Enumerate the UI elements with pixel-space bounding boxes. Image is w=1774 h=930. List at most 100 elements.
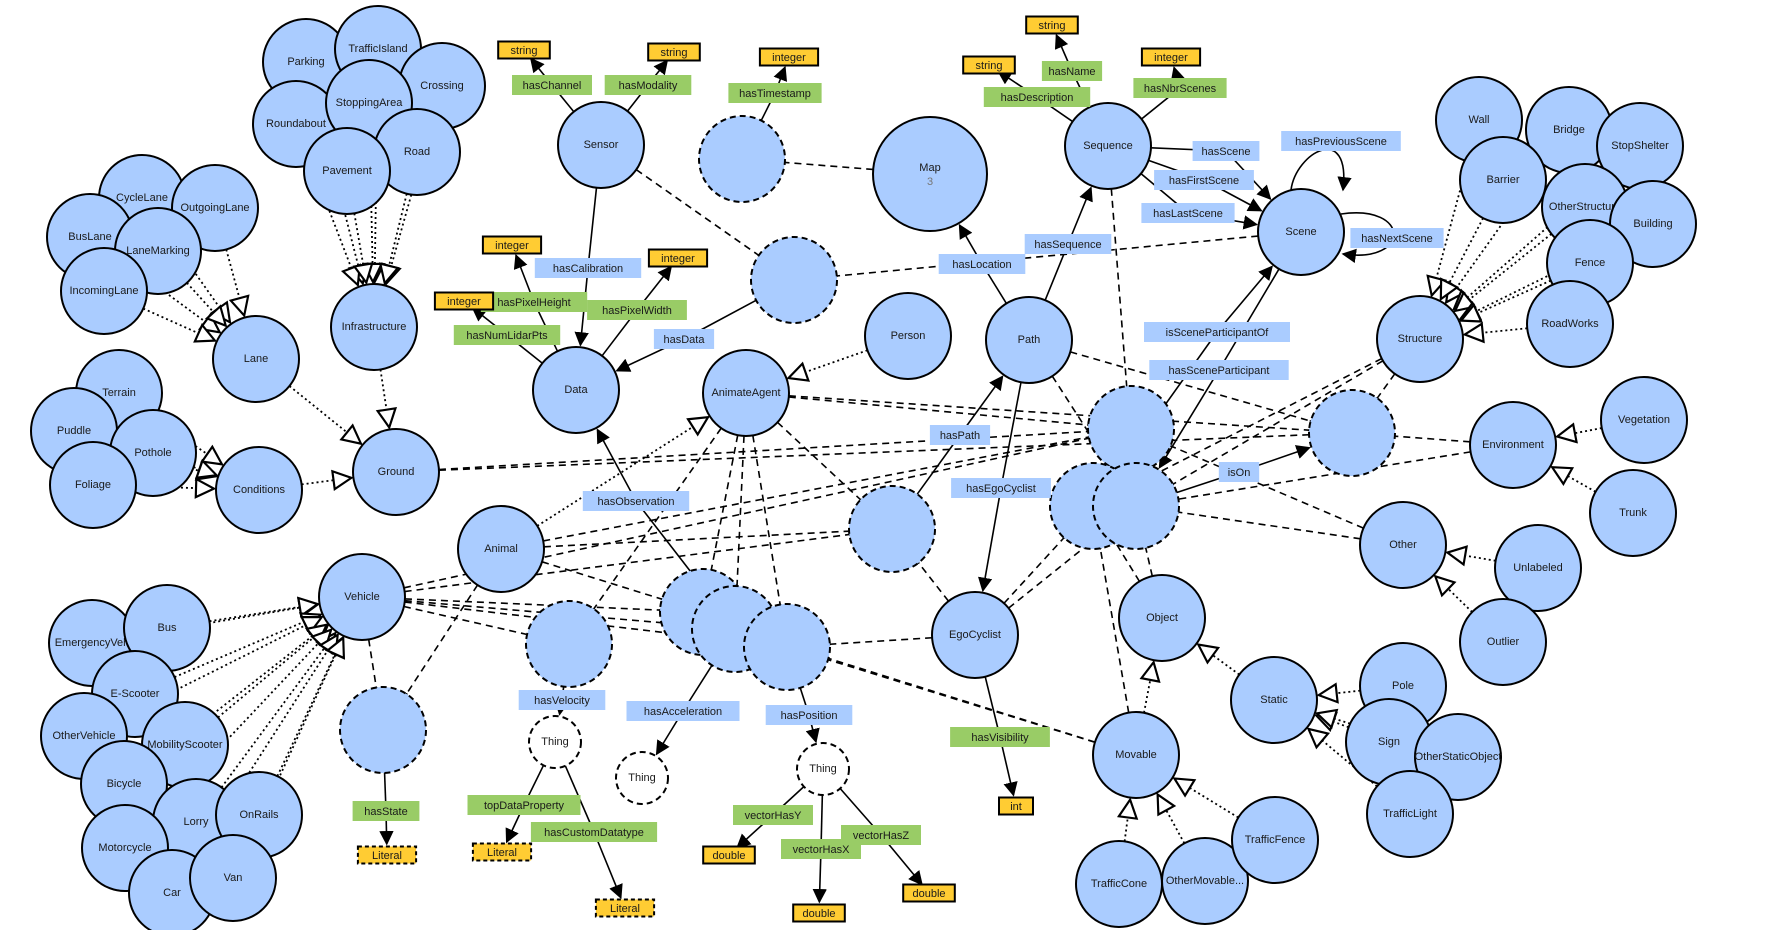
- class-circle[interactable]: [1600, 376, 1688, 464]
- anonymous-class-node[interactable]: [743, 603, 831, 691]
- class-node-egocyclist[interactable]: EgoCyclist: [931, 591, 1019, 679]
- class-circle[interactable]: [1459, 136, 1547, 224]
- thing-circle[interactable]: [796, 742, 850, 796]
- datatype-box[interactable]: [647, 248, 709, 268]
- datatype-node[interactable]: integer: [481, 235, 543, 255]
- class-circle[interactable]: [1366, 770, 1454, 858]
- anonymous-class-node[interactable]: [750, 236, 838, 324]
- class-circle[interactable]: [985, 296, 1073, 384]
- datatype-box[interactable]: [647, 42, 701, 62]
- object-property-label-box[interactable]: [582, 491, 690, 511]
- class-node-scene[interactable]: Scene: [1257, 188, 1345, 276]
- object-property-label-box[interactable]: [1350, 228, 1444, 248]
- class-node-sensor[interactable]: Sensor: [557, 101, 645, 189]
- class-circle[interactable]: [1359, 501, 1447, 589]
- datatype-node[interactable]: double: [792, 903, 846, 923]
- data-property-label-box[interactable]: [587, 300, 687, 320]
- class-node-person[interactable]: Person: [864, 292, 952, 380]
- datatype-node[interactable]: int: [998, 796, 1034, 816]
- data-property-label-box[interactable]: [512, 75, 592, 95]
- class-node-infrastructure[interactable]: Infrastructure: [330, 283, 418, 371]
- class-circle[interactable]: [532, 346, 620, 434]
- class-circle[interactable]: [1376, 295, 1464, 383]
- data-property-label-box[interactable]: [480, 292, 588, 312]
- datatype-box[interactable]: [758, 47, 820, 67]
- class-circle[interactable]: [212, 315, 300, 403]
- class-circle[interactable]: [457, 505, 545, 593]
- class-circle[interactable]: [872, 116, 988, 232]
- class-node-vegetation[interactable]: Vegetation: [1600, 376, 1688, 464]
- class-node-movable[interactable]: Movable: [1092, 711, 1180, 799]
- class-circle[interactable]: [864, 292, 952, 380]
- class-circle[interactable]: [1257, 188, 1345, 276]
- class-circle[interactable]: [1589, 469, 1677, 557]
- data-property-label[interactable]: hasCustomDatatype: [530, 822, 658, 842]
- class-node-building[interactable]: Building: [1609, 180, 1697, 268]
- class-node-trafficlight[interactable]: TrafficLight: [1366, 770, 1454, 858]
- datatype-node[interactable]: double: [902, 883, 956, 903]
- datatype-box[interactable]: [792, 903, 846, 923]
- data-property-label-box[interactable]: [1041, 61, 1103, 81]
- object-property-label[interactable]: hasNextScene: [1350, 228, 1444, 248]
- data-property-label-box[interactable]: [733, 805, 813, 825]
- datatype-node[interactable]: Literal: [594, 898, 656, 918]
- object-property-label[interactable]: hasLocation: [938, 254, 1026, 274]
- data-property-label[interactable]: hasModality: [604, 75, 692, 95]
- class-node-trafficfence[interactable]: TrafficFence: [1231, 796, 1319, 884]
- object-property-label-box[interactable]: [1149, 360, 1289, 380]
- data-property-label[interactable]: hasPixelWidth: [587, 300, 687, 320]
- datatype-box[interactable]: [1025, 15, 1079, 35]
- class-circle[interactable]: [49, 441, 137, 529]
- object-property-label-box[interactable]: [951, 478, 1051, 498]
- class-circle[interactable]: [352, 428, 440, 516]
- datatype-node[interactable]: integer: [647, 248, 709, 268]
- class-circle[interactable]: [1414, 713, 1502, 801]
- class-circle[interactable]: [1231, 796, 1319, 884]
- object-property-label[interactable]: hasPath: [929, 425, 991, 445]
- class-circle[interactable]: [303, 127, 391, 215]
- anonymous-class-node[interactable]: [848, 485, 936, 573]
- object-property-label[interactable]: hasSequence: [1024, 234, 1112, 254]
- datatype-node[interactable]: Literal: [356, 845, 418, 865]
- class-circle[interactable]: [1161, 837, 1249, 925]
- class-circle[interactable]: [1118, 574, 1206, 662]
- datatype-node[interactable]: string: [647, 42, 701, 62]
- class-circle[interactable]: [1064, 102, 1152, 190]
- data-property-label[interactable]: hasVisibility: [950, 727, 1050, 747]
- class-node-ground[interactable]: Ground: [352, 428, 440, 516]
- class-circle[interactable]: [330, 283, 418, 371]
- datatype-box[interactable]: [356, 845, 418, 865]
- data-property-label[interactable]: hasNumLidarPts: [453, 325, 561, 345]
- data-property-label-box[interactable]: [728, 83, 822, 103]
- anonymous-class-node[interactable]: [1092, 462, 1180, 550]
- class-node-trunk[interactable]: Trunk: [1589, 469, 1677, 557]
- class-node-structure[interactable]: Structure: [1376, 295, 1464, 383]
- data-property-label-box[interactable]: [604, 75, 692, 95]
- datatype-node[interactable]: double: [702, 845, 756, 865]
- object-property-label-box[interactable]: [1144, 322, 1290, 342]
- datatype-node[interactable]: integer: [433, 291, 495, 311]
- datatype-node[interactable]: Literal: [471, 842, 533, 862]
- class-node-object[interactable]: Object: [1118, 574, 1206, 662]
- class-node-stopshelter[interactable]: StopShelter: [1596, 102, 1684, 190]
- data-property-label-box[interactable]: [983, 87, 1091, 107]
- data-property-label[interactable]: hasName: [1041, 61, 1103, 81]
- data-property-label[interactable]: hasDescription: [983, 87, 1091, 107]
- anonymous-class-node[interactable]: [1087, 385, 1175, 473]
- object-property-label-box[interactable]: [1192, 141, 1260, 161]
- class-circle[interactable]: [318, 553, 406, 641]
- data-property-label[interactable]: vectorHasZ: [841, 825, 921, 845]
- class-node-otherstaticobject[interactable]: OtherStaticObject: [1414, 713, 1502, 801]
- object-property-label[interactable]: hasFirstScene: [1154, 170, 1254, 190]
- class-node-path[interactable]: Path: [985, 296, 1073, 384]
- class-node-trafficcone[interactable]: TrafficCone: [1075, 840, 1163, 928]
- thing-node[interactable]: Thing: [615, 751, 669, 805]
- datatype-box[interactable]: [962, 55, 1016, 75]
- object-property-label[interactable]: hasVelocity: [518, 690, 606, 710]
- object-property-label[interactable]: hasLastScene: [1141, 203, 1235, 223]
- class-node-other[interactable]: Other: [1359, 501, 1447, 589]
- class-circle[interactable]: [702, 349, 790, 437]
- data-property-label-box[interactable]: [841, 825, 921, 845]
- class-node-foliage[interactable]: Foliage: [49, 441, 137, 529]
